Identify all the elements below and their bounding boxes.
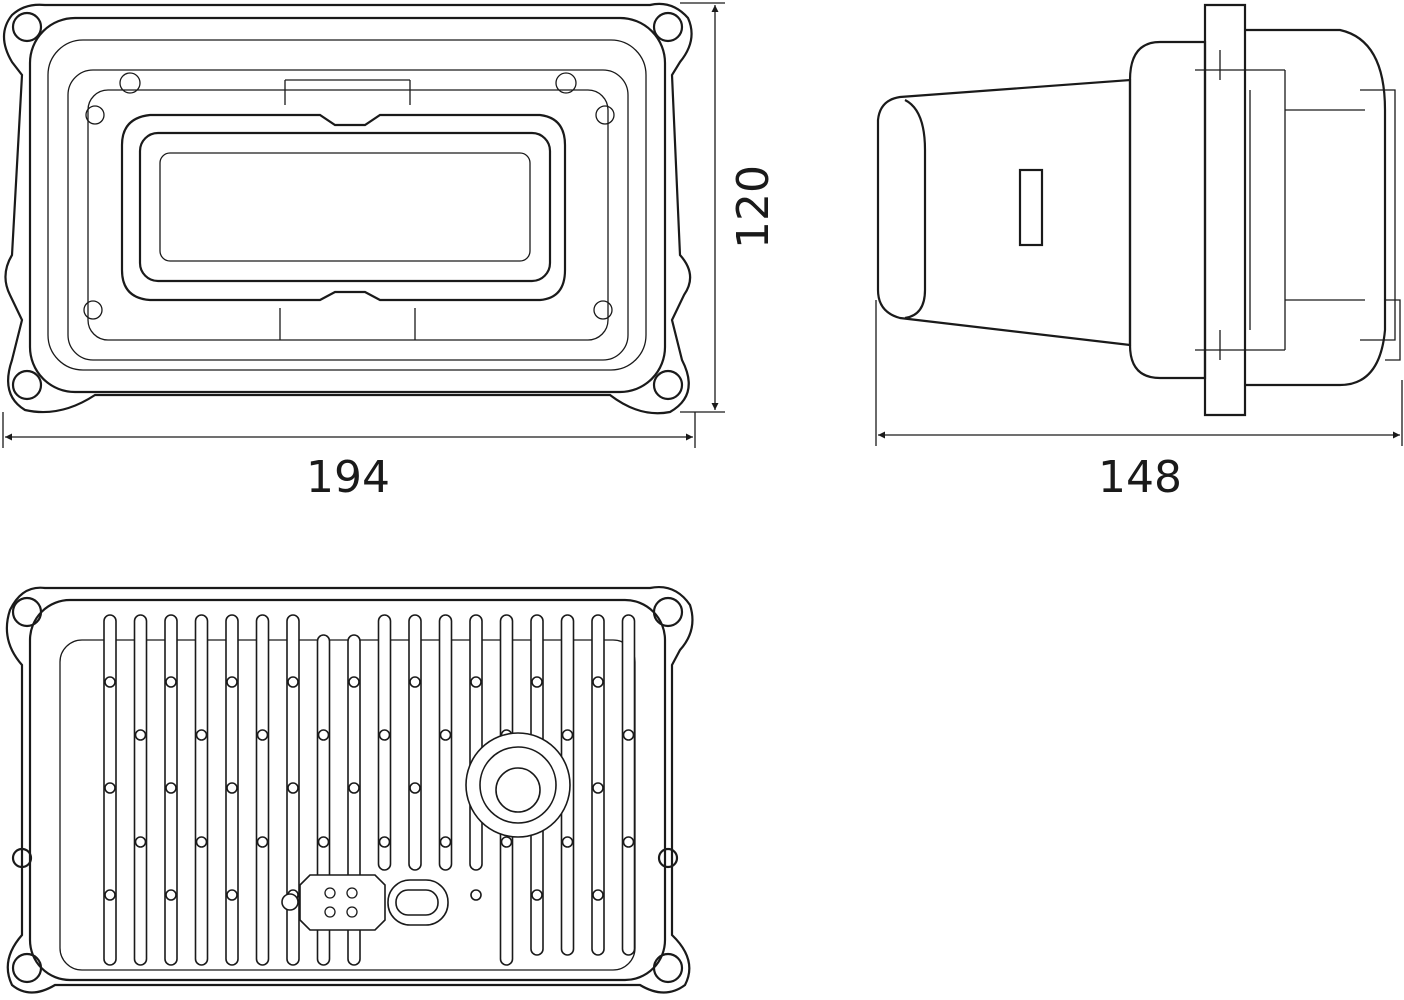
fin-screw: [409, 782, 421, 794]
fin-screw: [195, 729, 208, 741]
cooling-fin: [377, 614, 392, 871]
fin-screw: [104, 676, 116, 688]
fin-screw: [561, 729, 574, 741]
front-view: [2, 2, 693, 415]
fin-screw: [317, 729, 330, 741]
dimension-width: 194: [2, 412, 696, 503]
fin-screw: [470, 676, 482, 688]
fin-screw: [531, 676, 543, 688]
fin-screw: [378, 729, 391, 741]
cooling-fin: [621, 614, 636, 956]
rear-view: [5, 586, 694, 994]
connector-plug: [281, 874, 449, 931]
width-label: 194: [306, 452, 390, 503]
fin-screw: [256, 729, 269, 741]
fin-screw: [592, 889, 604, 901]
cooling-fin: [438, 614, 453, 871]
fin-screw: [470, 889, 482, 901]
height-label: 120: [728, 165, 779, 249]
fin-screw: [256, 836, 269, 848]
fin-screw: [226, 782, 238, 794]
fin-screw: [287, 676, 299, 688]
fin-screw: [439, 729, 452, 741]
fin-screw: [348, 782, 360, 794]
cooling-fin: [255, 614, 270, 966]
fin-screw: [165, 782, 177, 794]
cooling-fin: [194, 614, 209, 966]
fin-screw: [226, 889, 238, 901]
fin-screw: [592, 782, 604, 794]
fin-screw: [592, 676, 604, 688]
fin-screw: [622, 836, 635, 848]
fin-screw: [104, 889, 116, 901]
fin-screw: [104, 782, 116, 794]
fin-screw: [134, 729, 147, 741]
depth-label: 148: [1098, 452, 1182, 503]
side-view: [876, 3, 1401, 417]
fin-screw: [622, 729, 635, 741]
fin-screw: [134, 836, 147, 848]
fin-screw: [409, 676, 421, 688]
fin-screw: [348, 676, 360, 688]
connector-round: [465, 732, 571, 838]
fin-screw: [439, 836, 452, 848]
fin-screw: [287, 782, 299, 794]
fin-screw: [165, 889, 177, 901]
fin-screw: [561, 836, 574, 848]
fin-screw: [165, 676, 177, 688]
fin-screw: [531, 889, 543, 901]
cooling-fin: [469, 614, 483, 871]
fin-screw: [378, 836, 391, 848]
fin-screw: [500, 836, 513, 848]
dimension-height: 120: [680, 2, 779, 413]
fin-screw: [195, 836, 208, 848]
mounting-holes: [11, 11, 684, 401]
fin-screw: [317, 836, 330, 848]
cooling-fin: [133, 614, 148, 966]
fin-screw: [226, 676, 238, 688]
cooling-fin: [408, 614, 422, 871]
dimension-depth: 148: [875, 300, 1403, 503]
